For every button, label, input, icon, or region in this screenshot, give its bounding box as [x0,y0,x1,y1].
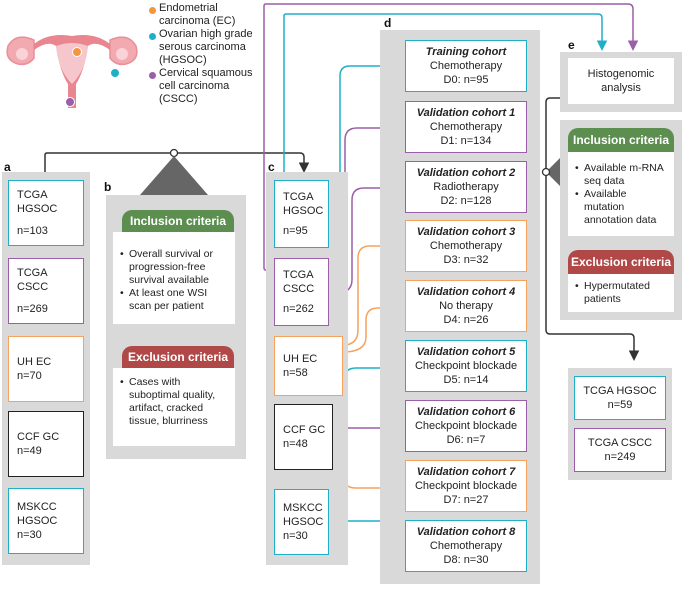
cscc-marker [65,97,75,107]
hgsoc-marker [110,68,120,78]
b-inclusion-box: Overall survival or progression-free sur… [113,232,235,324]
b-inclusion-item: Overall survival or progression-free sur… [120,248,228,287]
uterus-illustration [6,35,138,108]
legend-ec-icon [149,7,156,14]
panel-d-letter: d [384,16,392,30]
b-inclusion-item: At least one WSI scan per patient [120,287,228,313]
panel-a-letter: a [4,160,11,174]
legend-hgsoc-label: Ovarian high grade serous carcinoma (HGS… [159,28,253,66]
b-exclusion-item: Cases with suboptimal quality, artifact,… [120,376,228,428]
b-inclusion-header: Inclusion criteria [122,210,234,232]
e-bracket [545,97,640,361]
e-inclusion-item: Available m-RNA seq data [575,162,667,188]
panel-e-letter: e [568,38,575,52]
legend-ec-label: Endometrial carcinoma (EC) [159,2,236,27]
e-inclusion-box: Available m-RNA seq data Available mutat… [568,152,674,236]
e-exclusion-box: Hypermutated patients [568,274,674,312]
e-exclusion-item: Hypermutated patients [575,280,667,306]
e-exclusion-header: Exclusion criteria [568,250,674,274]
panel-c-letter: c [268,160,275,174]
legend-cscc-label: Cervical squamous cell carcinoma (CSCC) [159,67,253,105]
e-inclusion-item: Available mutation annotation data [575,188,667,227]
b-exclusion-header: Exclusion criteria [122,346,234,368]
legend-cscc-icon [149,72,156,79]
cscc-to-e-line [263,3,639,271]
e-histogenomic-analysis: Histogenomic analysis [568,58,674,104]
e-node [541,167,551,177]
b-funnel [140,156,208,195]
panel-b-letter: b [104,180,112,194]
e-inclusion-header: Inclusion criteria [568,128,674,152]
ec-marker [72,47,82,57]
b-node [169,148,179,158]
hgsoc-to-e-line [283,13,608,175]
b-exclusion-box: Cases with suboptimal quality, artifact,… [113,368,235,446]
legend-hgsoc-icon [149,33,156,40]
